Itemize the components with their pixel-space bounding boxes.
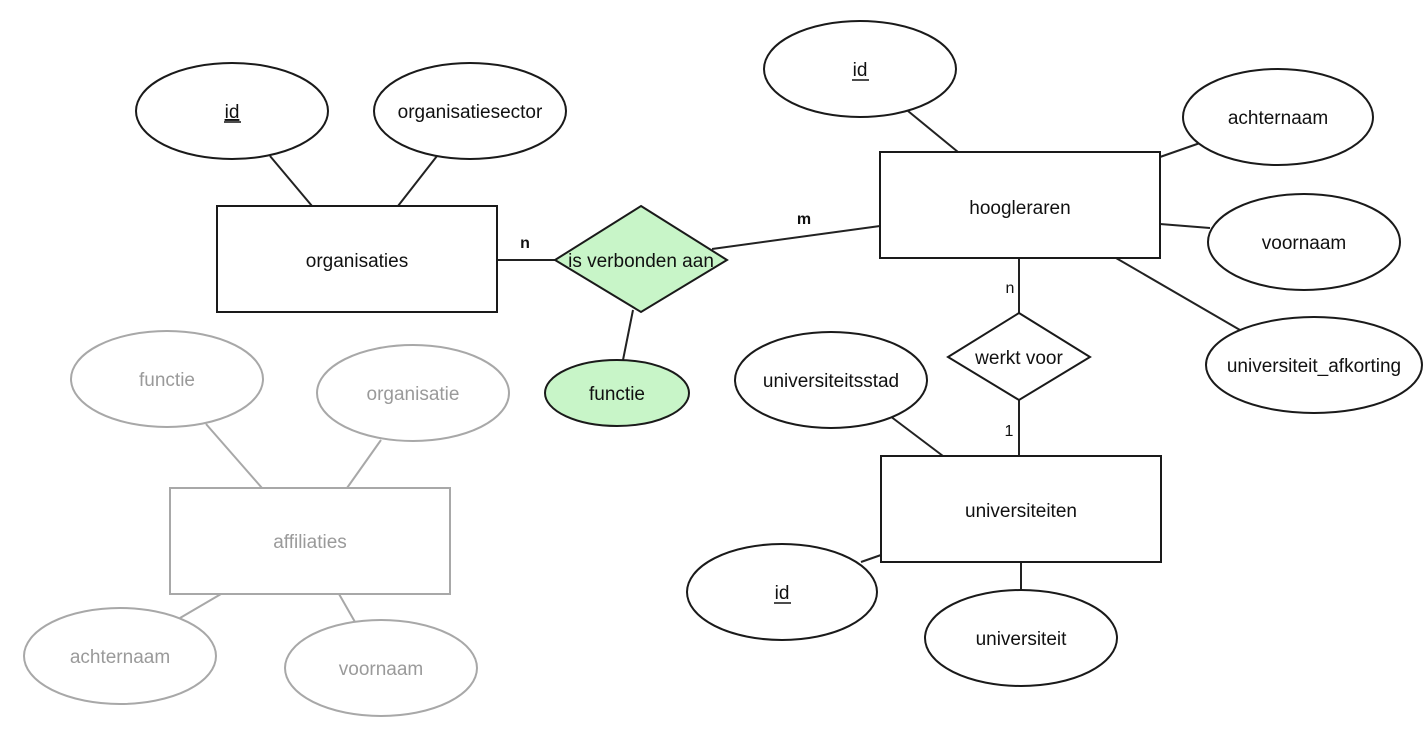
- attribute-universiteitsstad[interactable]: universiteitsstad: [734, 331, 928, 429]
- cardinality-label: 1: [1005, 423, 1014, 440]
- edge-org-sector: [397, 155, 438, 207]
- entity-label: universiteiten: [965, 501, 1077, 522]
- entity-label: organisaties: [306, 251, 408, 272]
- edge-hoog-afkorting: [1115, 257, 1241, 331]
- edge-aff-achternaam: [179, 593, 222, 619]
- edge-rel-hoog: [711, 225, 881, 250]
- attribute-uni-id[interactable]: id: [686, 543, 878, 641]
- attribute-aff-organisatie[interactable]: organisatie: [316, 344, 510, 442]
- attribute-label: voornaam: [1262, 233, 1347, 254]
- attribute-label: universiteit: [976, 629, 1068, 650]
- edge-rel-functie: [622, 309, 634, 361]
- attribute-label: voornaam: [339, 659, 424, 680]
- attribute-label: id: [775, 583, 790, 604]
- attribute-aff-achternaam[interactable]: achternaam: [23, 607, 217, 705]
- attribute-label: organisatiesector: [398, 102, 543, 123]
- entity-universiteiten[interactable]: universiteiten: [880, 455, 1162, 563]
- attribute-hoog-id[interactable]: id: [763, 20, 957, 118]
- entity-label: affiliaties: [273, 532, 347, 553]
- edge-uni-id: [860, 554, 882, 563]
- relationship-werkt-voor[interactable]: werkt voor: [946, 311, 1092, 402]
- attribute-label: achternaam: [70, 647, 170, 668]
- attribute-label: id: [225, 102, 240, 123]
- attribute-label: achternaam: [1228, 108, 1328, 129]
- relationship-label: werkt voor: [974, 348, 1063, 369]
- attribute-label: functie: [139, 370, 195, 391]
- cardinality-label: n: [520, 235, 530, 252]
- attribute-aff-voornaam[interactable]: voornaam: [284, 619, 478, 717]
- attribute-aff-functie[interactable]: functie: [70, 330, 264, 428]
- edge-aff-voornaam: [338, 593, 356, 623]
- attribute-label: organisatie: [367, 384, 460, 405]
- attribute-label: id: [853, 60, 868, 81]
- cardinality-label: n: [1006, 280, 1015, 297]
- relationship-is-verbonden-aan[interactable]: is verbonden aan: [553, 204, 729, 314]
- attribute-label: universiteit_afkorting: [1227, 356, 1401, 377]
- edge-aff-functie: [205, 423, 263, 489]
- relationship-label: is verbonden aan: [568, 251, 714, 272]
- attribute-rel-functie[interactable]: functie: [544, 359, 690, 427]
- attribute-organisatiesector[interactable]: organisatiesector: [373, 62, 567, 160]
- edge-org-id: [269, 155, 313, 207]
- entity-organisaties[interactable]: organisaties: [216, 205, 498, 313]
- attribute-hoog-achternaam[interactable]: achternaam: [1182, 68, 1374, 166]
- edge-hoog-achternaam: [1159, 142, 1201, 158]
- attribute-label: functie: [589, 384, 645, 405]
- entity-affiliaties[interactable]: affiliaties: [169, 487, 451, 595]
- attribute-org-id[interactable]: id: [135, 62, 329, 160]
- attribute-universiteit[interactable]: universiteit: [924, 589, 1118, 687]
- attribute-universiteit-afkorting[interactable]: universiteit_afkorting: [1205, 316, 1423, 414]
- attribute-hoog-voornaam[interactable]: voornaam: [1207, 193, 1401, 291]
- edges: [179, 110, 1241, 623]
- attribute-label: universiteitsstad: [763, 371, 899, 392]
- entity-label: hoogleraren: [969, 198, 1070, 219]
- entity-hoogleraren[interactable]: hoogleraren: [879, 151, 1161, 259]
- edge-hoog-voornaam: [1159, 223, 1211, 229]
- edge-hoog-id: [907, 110, 959, 153]
- edge-aff-organisatie: [346, 439, 382, 489]
- cardinality-label: m: [797, 211, 811, 228]
- edge-uni-stad: [889, 415, 944, 457]
